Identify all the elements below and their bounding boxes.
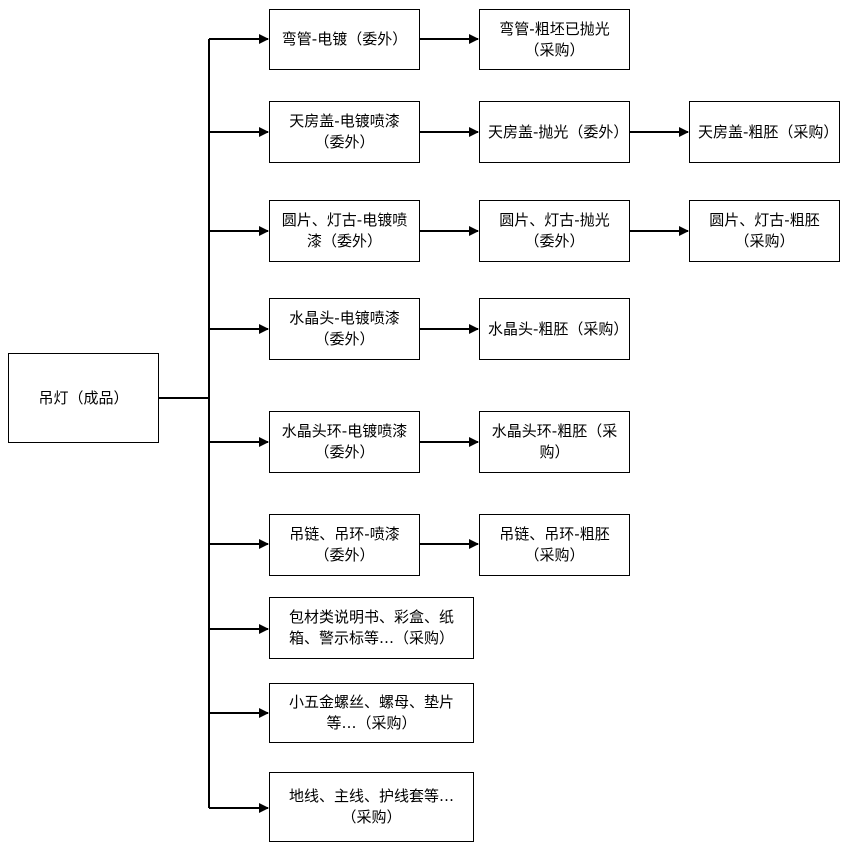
node-label: 弯管-电镀（委外）: [281, 30, 408, 48]
process-node: 圆片、灯古-粗胚（采购）: [689, 200, 840, 262]
process-node: 圆片、灯古-电镀喷漆（委外）: [269, 200, 420, 262]
root-node-label: 吊灯（成品）: [38, 388, 129, 407]
node-label: 天房盖-抛光（委外）: [488, 122, 629, 141]
process-node: 水晶头-电镀喷漆（委外）: [269, 298, 420, 360]
node-label: 小五金螺丝、螺母、垫片等…（采购）: [288, 693, 454, 732]
process-node: 水晶头环-电镀喷漆（委外）: [269, 411, 420, 473]
node-label: 水晶头环-电镀喷漆（委外）: [281, 422, 408, 461]
node-label: 圆片、灯古-粗胚（采购）: [709, 211, 820, 250]
process-node: 水晶头-粗胚（采购）: [479, 298, 630, 360]
process-node: 天房盖-抛光（委外）: [479, 101, 630, 163]
process-node: 小五金螺丝、螺母、垫片等…（采购）: [269, 683, 474, 743]
process-node: 弯管-电镀（委外）: [269, 9, 420, 70]
process-node: 天房盖-电镀喷漆（委外）: [269, 101, 420, 163]
root-node: 吊灯（成品）: [8, 353, 159, 443]
process-node: 天房盖-粗胚（采购）: [689, 101, 840, 163]
node-label: 水晶头-粗胚（采购）: [488, 319, 629, 338]
node-label: 圆片、灯古-抛光（委外）: [499, 211, 610, 250]
process-node: 圆片、灯古-抛光（委外）: [479, 200, 630, 262]
node-label: 吊链、吊环-喷漆（委外）: [289, 525, 400, 564]
process-node: 吊链、吊环-粗胚（采购）: [479, 514, 630, 576]
node-label: 弯管-粗坯已抛光（采购）: [499, 19, 610, 59]
process-node: 水晶头环-粗胚（采购）: [479, 411, 630, 473]
node-label: 地线、主线、护线套等…（采购）: [288, 787, 454, 826]
node-label: 包材类说明书、彩盒、纸箱、警示标等…（采购）: [288, 608, 454, 647]
node-label: 天房盖-电镀喷漆（委外）: [289, 112, 400, 151]
node-label: 水晶头环-粗胚（采购）: [491, 422, 618, 461]
node-label: 吊链、吊环-粗胚（采购）: [499, 525, 610, 564]
process-node: 弯管-粗坯已抛光（采购）: [479, 9, 630, 70]
process-node: 吊链、吊环-喷漆（委外）: [269, 514, 420, 576]
node-label: 水晶头-电镀喷漆（委外）: [289, 309, 400, 348]
node-label: 天房盖-粗胚（采购）: [698, 122, 839, 141]
process-node: 地线、主线、护线套等…（采购）: [269, 772, 474, 842]
node-label: 圆片、灯古-电镀喷漆（委外）: [281, 211, 408, 250]
process-node: 包材类说明书、彩盒、纸箱、警示标等…（采购）: [269, 597, 474, 659]
